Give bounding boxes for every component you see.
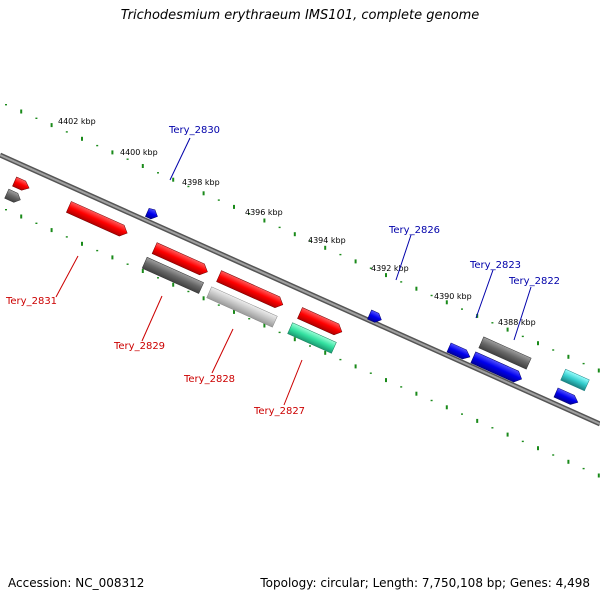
- gene-label-tery-2822[interactable]: Tery_2822: [508, 276, 560, 287]
- scale-tracks: [5, 104, 600, 478]
- gene-feature-red-mid[interactable]: [151, 242, 210, 278]
- tick-label-4392: 4392 kbp: [371, 264, 409, 273]
- gene-feature-tery-2828[interactable]: [206, 286, 278, 328]
- tick-label-4396: 4396 kbp: [245, 208, 283, 217]
- gene-label-tery-2827[interactable]: Tery_2827: [253, 406, 305, 417]
- leader-line-tery-2822: [513, 286, 532, 341]
- gene-feature-blue-long[interactable]: [470, 351, 524, 385]
- gene-label-tery-2823[interactable]: Tery_2823: [469, 260, 521, 271]
- leader-line-tery-2830: [169, 137, 191, 181]
- leader-line-tery-2827: [283, 359, 303, 406]
- topology-text: Topology: circular; Length: 7,750,108 bp…: [260, 576, 590, 590]
- gene-feature-tery-2830[interactable]: [145, 207, 159, 221]
- gene-feature-red-long[interactable]: [216, 270, 286, 311]
- gene-feature-blue-arrow[interactable]: [446, 342, 472, 362]
- gene-feature-gray-small[interactable]: [4, 188, 23, 204]
- genome-backbone-highlight: [0, 154, 600, 425]
- accession-text: Accession: NC_008312: [8, 576, 145, 590]
- gene-feature-red-short[interactable]: [297, 307, 344, 338]
- leader-line-tery-2826: [395, 234, 412, 281]
- leader-line-tery-2823: [475, 269, 494, 319]
- tick-label-4400: 4400 kbp: [120, 148, 158, 157]
- gene-feature-tery-2826[interactable]: [367, 309, 383, 324]
- tick-label-4402: 4402 kbp: [58, 117, 96, 126]
- tick-label-4394: 4394 kbp: [308, 236, 346, 245]
- gene-feature-tery-2823[interactable]: [478, 336, 532, 370]
- gene-feature-tery-2831[interactable]: [66, 201, 129, 238]
- gene-label-tery-2831[interactable]: Tery_2831: [5, 296, 57, 307]
- gene-feature-tery-2829[interactable]: [141, 256, 204, 294]
- leader-line-tery-2829: [141, 295, 163, 342]
- gene-feature-tery-2822[interactable]: [560, 368, 590, 392]
- gene-label-tery-2828[interactable]: Tery_2828: [183, 374, 235, 385]
- gene-label-tery-2829[interactable]: Tery_2829: [113, 341, 165, 352]
- tick-label-4398: 4398 kbp: [182, 178, 220, 187]
- gene-label-tery-2830[interactable]: Tery_2830: [168, 125, 220, 136]
- leader-line-tery-2828: [211, 328, 234, 374]
- map-title: Trichodesmium erythraeum IMS101, complet…: [120, 8, 480, 23]
- gene-feature-red-small[interactable]: [12, 176, 31, 193]
- gene-label-tery-2826[interactable]: Tery_2826: [388, 225, 440, 236]
- gene-feature-blue-end[interactable]: [553, 387, 580, 407]
- gene-feature-tery-2827[interactable]: [287, 322, 337, 354]
- tick-label-4390: 4390 kbp: [434, 292, 472, 301]
- tick-label-4388: 4388 kbp: [498, 318, 536, 327]
- leader-line-tery-2831: [55, 255, 79, 298]
